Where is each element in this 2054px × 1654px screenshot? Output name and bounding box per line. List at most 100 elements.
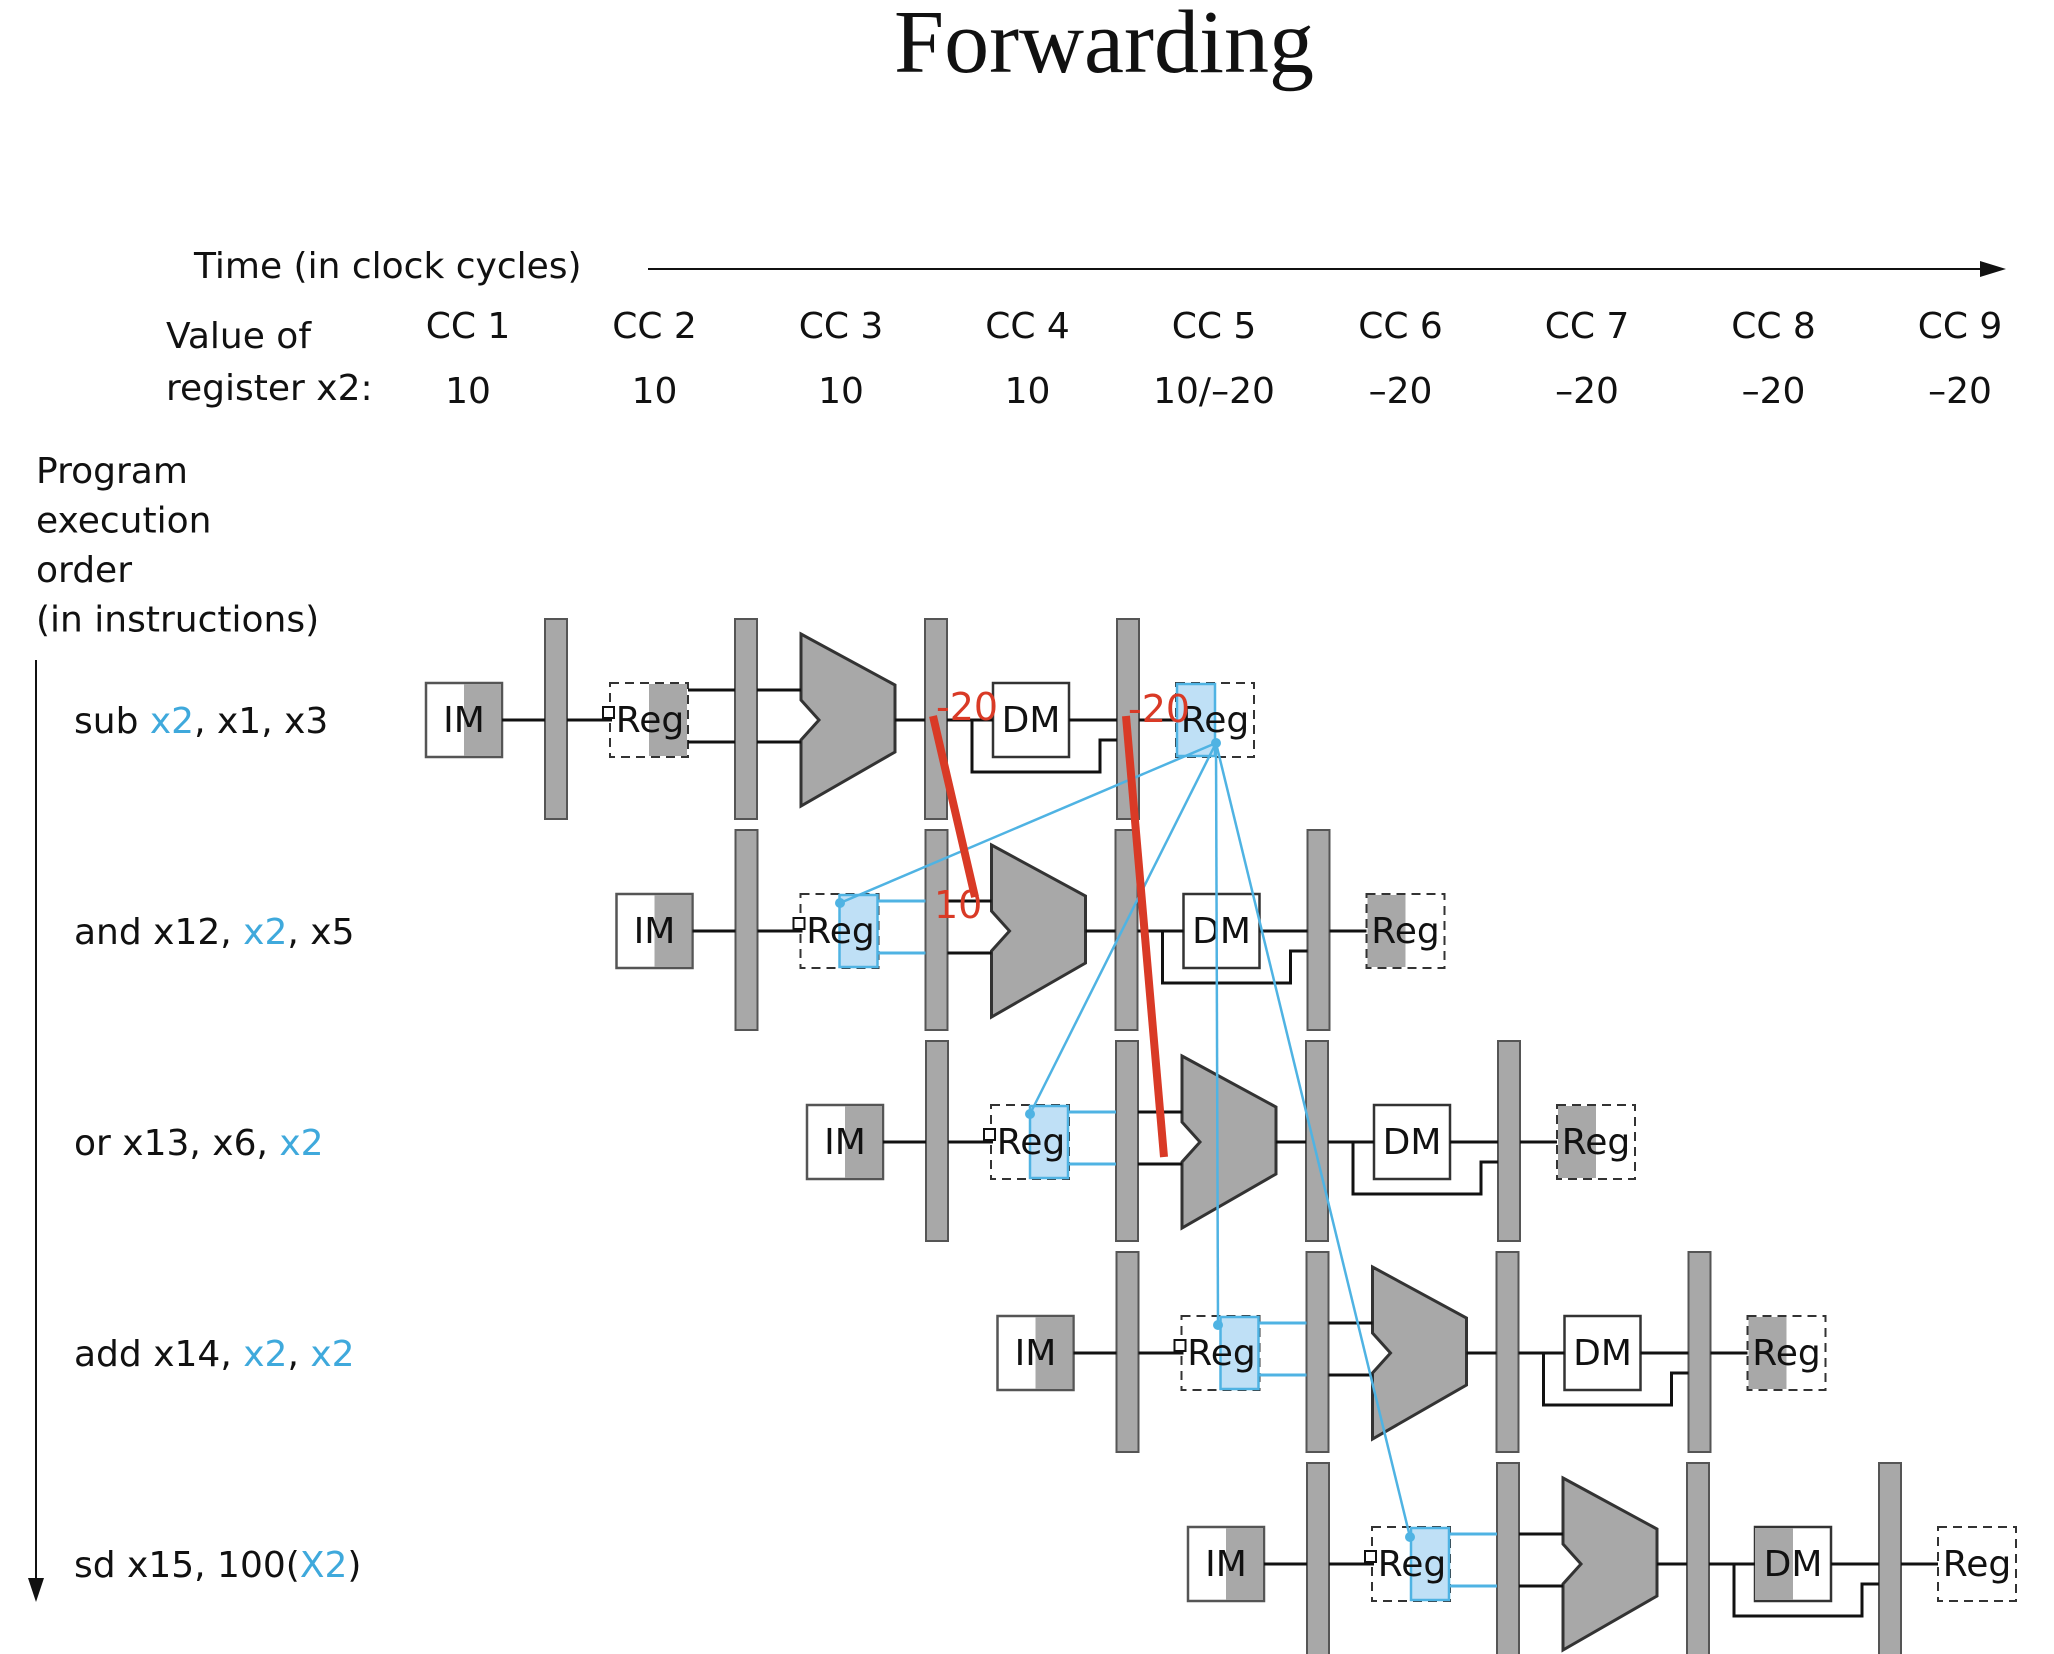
reg-read-label: Reg — [997, 1122, 1065, 1163]
pipeline-register — [1115, 1040, 1139, 1242]
reg-port — [983, 1128, 996, 1141]
dependency-line — [1028, 742, 1218, 1115]
instruction-label: add x14, x2, x2 — [74, 1334, 355, 1375]
im-shade — [464, 684, 501, 756]
forward-memwb-wire — [1122, 715, 1168, 1158]
reg-read-shade — [649, 684, 687, 756]
reg-read-shade — [1028, 1104, 1070, 1180]
dm-label: DM — [1383, 1122, 1442, 1163]
program-order-label-line: Program — [36, 451, 188, 492]
im-label: IM — [634, 911, 676, 952]
im-label: IM — [824, 1122, 866, 1163]
cycle-label: CC 8 — [1731, 306, 1816, 347]
pipeline-register — [1495, 1251, 1520, 1453]
im-label: IM — [443, 700, 485, 741]
instruction-text: sub — [74, 701, 150, 742]
pipeline-register — [1115, 1251, 1140, 1453]
im-label: IM — [1015, 1333, 1057, 1374]
register-x2-value: 10 — [818, 371, 864, 412]
program-order-label-line: order — [36, 550, 132, 591]
pipeline-register — [734, 829, 759, 1031]
reg-write-box — [1365, 893, 1446, 969]
reg-write-shade — [1558, 1106, 1596, 1178]
im-shade — [1226, 1528, 1263, 1600]
alu — [1561, 1475, 1659, 1653]
diagram-title: Forwarding — [894, 0, 1314, 92]
pipeline-register — [1687, 1251, 1712, 1453]
instruction-label: or x13, x6, x2 — [74, 1123, 324, 1164]
reg-write-label: Reg — [1752, 1333, 1820, 1374]
cycle-label: CC 3 — [799, 306, 884, 347]
reg-read-label: Reg — [806, 911, 874, 952]
program-order-arrowhead — [28, 1578, 44, 1602]
cycle-label: CC 1 — [426, 306, 511, 347]
register-x2-highlight: x2 — [310, 1334, 354, 1375]
pipeline-register — [924, 829, 949, 1031]
reg-port — [602, 706, 615, 719]
forward-value-label: 10 — [934, 883, 982, 927]
register-x2-value: –20 — [1369, 371, 1433, 412]
dependency-line — [1214, 742, 1412, 1538]
forward-value-label: -20 — [936, 685, 998, 729]
pipeline-register — [1114, 829, 1139, 1031]
reg-write-box — [1746, 1315, 1827, 1391]
reg-read-label: Reg — [616, 700, 684, 741]
dm-box — [1182, 892, 1261, 970]
pipeline-register — [734, 618, 758, 820]
reg-port — [1364, 1550, 1377, 1563]
dm-label: DM — [1002, 700, 1061, 741]
forwarding-paths: -20 -20 10 — [835, 685, 1415, 1542]
forward-value-label: -20 — [1128, 687, 1190, 731]
dependency-line — [1214, 742, 1220, 1326]
instruction-label: sub x2, x1, x3 — [74, 701, 328, 742]
alu — [990, 842, 1087, 1020]
dependency-dot — [1405, 1532, 1415, 1542]
reg-write-label: Reg — [1943, 1544, 2011, 1585]
dependency-dot — [1213, 1320, 1223, 1330]
register-x2-highlight: x2 — [243, 912, 287, 953]
cycle-label: CC 9 — [1918, 306, 2003, 347]
pipeline-register — [1305, 1040, 1329, 1242]
wire — [1542, 1353, 1689, 1407]
dm-label: DM — [1764, 1544, 1823, 1585]
cycle-label: CC 5 — [1172, 306, 1257, 347]
reg-read-box — [609, 682, 689, 758]
cycle-label: CC 7 — [1545, 306, 1630, 347]
register-x2-value: –20 — [1928, 371, 1992, 412]
time-axis-arrowhead — [1980, 261, 2006, 277]
reg-write-label: Reg — [1371, 911, 1439, 952]
reg-read-label: Reg — [1378, 1544, 1446, 1585]
register-x2-highlight: X2 — [300, 1545, 348, 1586]
reg-port — [1173, 1339, 1187, 1352]
pipeline-register — [1306, 1462, 1330, 1654]
dm-label: DM — [1573, 1333, 1632, 1374]
register-value-label-line2: register x2: — [166, 368, 373, 409]
cycle-label: CC 2 — [612, 306, 697, 347]
register-x2-highlight: x2 — [279, 1123, 323, 1164]
forward-exmem-wire — [929, 715, 979, 898]
reg-read-shade — [1219, 1315, 1260, 1391]
instruction-text: ) — [347, 1545, 361, 1586]
dependency-dot — [835, 898, 845, 908]
pipeline-register — [1305, 1251, 1330, 1453]
register-x2-value: –20 — [1555, 371, 1619, 412]
register-x2-highlight: x2 — [150, 701, 194, 742]
reg-port — [792, 917, 806, 930]
wire — [1732, 1564, 1879, 1618]
reg-read-shade — [1409, 1526, 1451, 1602]
reg-read-shade — [838, 893, 879, 969]
pipeline-register — [925, 1040, 949, 1242]
instruction-text: , — [287, 1334, 310, 1375]
instruction-text: and x12, — [74, 912, 243, 953]
reg-write-shade — [1939, 1528, 1977, 1600]
instruction-text: , x1, x3 — [194, 701, 328, 742]
alu — [1180, 1053, 1278, 1231]
instruction-text: or x13, x6, — [74, 1123, 279, 1164]
pipeline-register — [1496, 1462, 1520, 1654]
